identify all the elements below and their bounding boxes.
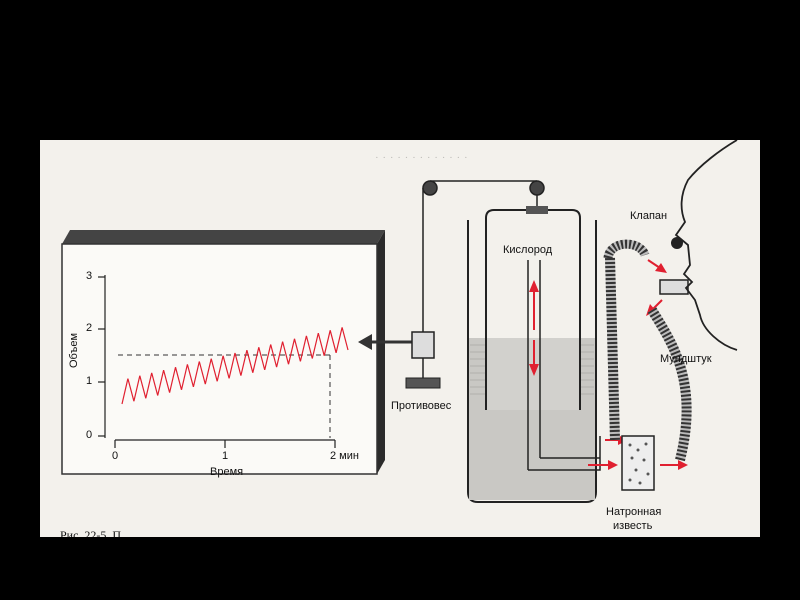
y-tick-2: 2: [86, 322, 93, 334]
face-profile: [674, 140, 738, 351]
figure-caption: Рис. 22-5. П: [60, 528, 122, 537]
y-tick-1: 1: [86, 375, 93, 387]
valve-label: Клапан: [630, 210, 668, 222]
x-tick-1: 1: [222, 450, 229, 462]
bleed-text: · · · · · · · · · · · · ·: [375, 152, 469, 164]
spirogram-trace: [121, 327, 349, 405]
x-tick-2: 2 мин: [330, 450, 359, 462]
soda-lime-label-2: известь: [613, 520, 653, 532]
chart-axes: [98, 275, 336, 448]
flow-arrows: [529, 259, 688, 470]
mouthpiece-label: Мундштук: [660, 353, 712, 365]
valve-mouthpiece: [659, 237, 689, 295]
recording-drum: [61, 230, 385, 475]
oxygen-label: Кислород: [503, 244, 553, 256]
spirometer-figure: · · · · · · · · · · · · ·: [40, 140, 760, 537]
breathing-hoses: [603, 239, 692, 462]
counterweight-label: Противовес: [391, 400, 452, 412]
diagram-art: [61, 140, 738, 503]
reference-lines: [118, 354, 331, 438]
y-tick-3: 3: [86, 270, 93, 282]
soda-lime-label-1: Натронная: [606, 506, 662, 518]
x-tick-0: 0: [112, 450, 119, 462]
pointer-arrow: [358, 334, 420, 350]
soda-lime-canister: [621, 435, 655, 491]
y-tick-0: 0: [86, 429, 93, 441]
x-axis-label: Время: [210, 466, 244, 478]
counterweight: [405, 331, 441, 389]
y-axis-label: Объем: [68, 332, 80, 368]
